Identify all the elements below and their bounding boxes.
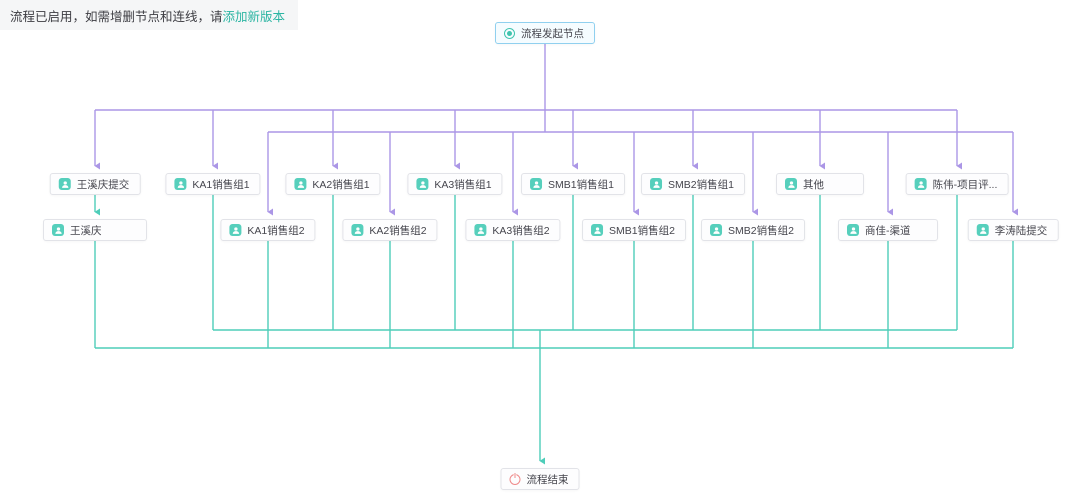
approver-icon: [52, 224, 64, 236]
node-label: SMB2销售组1: [668, 178, 734, 191]
power-off-icon: [509, 472, 521, 485]
approver-icon: [58, 178, 71, 190]
node-label: KA3销售组1: [434, 178, 492, 191]
node-row2-2[interactable]: KA2销售组2: [342, 219, 438, 241]
node-label: KA3销售组2: [492, 224, 550, 237]
approver-icon: [847, 224, 859, 236]
node-row2-7[interactable]: 李涛陆提交: [967, 219, 1059, 241]
approver-icon: [650, 178, 663, 190]
node-row2-4[interactable]: SMB1销售组2: [582, 219, 686, 241]
add-version-link[interactable]: 添加新版本: [222, 9, 286, 24]
node-row2-3[interactable]: KA3销售组2: [465, 219, 561, 241]
node-row2-6[interactable]: 商佳-渠道: [838, 219, 938, 241]
approver-icon: [785, 178, 797, 190]
node-row1-3[interactable]: KA3销售组1: [407, 173, 503, 195]
node-label: 李涛陆提交: [994, 224, 1048, 237]
node-label: 陈伟-项目评...: [932, 178, 998, 191]
approver-icon: [914, 178, 927, 190]
approver-icon: [294, 178, 307, 190]
node-row1-1[interactable]: KA1销售组1: [165, 173, 261, 195]
node-label: SMB1销售组2: [609, 224, 675, 237]
node-label: 流程结束: [526, 473, 569, 486]
approver-icon: [416, 178, 429, 190]
node-row1-5[interactable]: SMB2销售组1: [641, 173, 745, 195]
approver-icon: [351, 224, 364, 236]
approver-icon: [710, 224, 723, 236]
node-row1-2[interactable]: KA2销售组1: [285, 173, 381, 195]
approver-icon: [229, 224, 242, 236]
approver-icon: [530, 178, 543, 190]
node-end[interactable]: 流程结束: [500, 468, 580, 490]
node-row1-6[interactable]: 其他: [776, 173, 864, 195]
node-row1-0[interactable]: 王溪庆提交: [49, 173, 141, 195]
node-row1-4[interactable]: SMB1销售组1: [521, 173, 625, 195]
approver-icon: [976, 224, 989, 236]
node-label: 王溪庆提交: [76, 178, 130, 191]
node-label: 其他: [803, 178, 824, 191]
node-label: SMB2销售组2: [728, 224, 794, 237]
approver-icon: [174, 178, 187, 190]
node-start[interactable]: 流程发起节点: [495, 22, 595, 44]
start-circle-icon: [504, 27, 515, 39]
approver-icon: [591, 224, 604, 236]
node-row2-5[interactable]: SMB2销售组2: [701, 219, 805, 241]
approver-icon: [474, 224, 487, 236]
node-label: 流程发起节点: [521, 27, 584, 40]
banner-text: 流程已启用，如需增删节点和连线，请: [10, 9, 223, 24]
node-label: KA1销售组1: [192, 178, 250, 191]
node-row1-7[interactable]: 陈伟-项目评...: [905, 173, 1009, 195]
node-label: SMB1销售组1: [548, 178, 614, 191]
node-row2-1[interactable]: KA1销售组2: [220, 219, 316, 241]
node-label: KA2销售组2: [369, 224, 427, 237]
node-label: 王溪庆: [70, 224, 102, 237]
node-label: 商佳-渠道: [865, 224, 911, 237]
version-banner: 流程已启用，如需增删节点和连线，请添加新版本: [0, 0, 298, 30]
node-label: KA2销售组1: [312, 178, 370, 191]
node-label: KA1销售组2: [247, 224, 305, 237]
node-row2-0[interactable]: 王溪庆: [43, 219, 147, 241]
